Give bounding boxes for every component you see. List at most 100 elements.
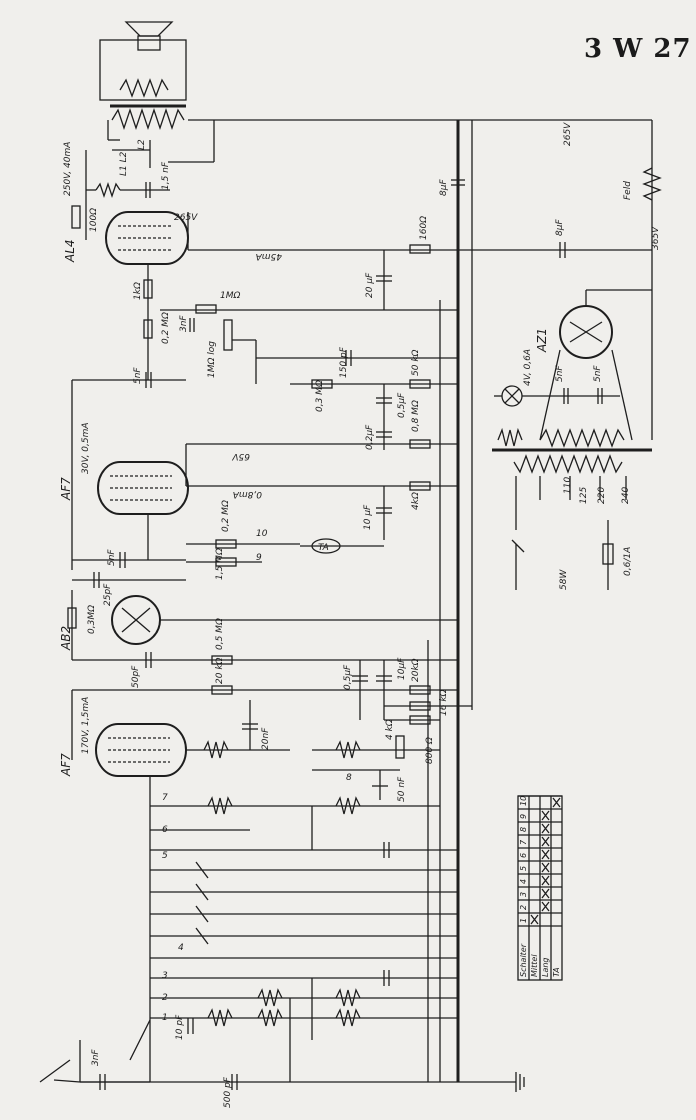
coil-icon (207, 1008, 233, 1027)
resistor-icon (409, 244, 431, 254)
label-r03m-b: 0,3MΩ (87, 605, 97, 634)
label-r15m: 1,5 MΩ (215, 548, 225, 580)
ground-icon (515, 1072, 525, 1092)
table-mark (541, 836, 550, 847)
table-column-header: 9 (519, 814, 528, 819)
switch-7: 7 (162, 793, 168, 803)
antenna-icon (53, 1079, 81, 1083)
resistor-icon (215, 539, 237, 549)
primary-winding-icon (513, 454, 623, 474)
label-fuse: 0,6/1A (623, 547, 633, 576)
table-mark (541, 901, 550, 912)
tube-label-az1: AZ1 (535, 328, 549, 353)
label-ta: TA (318, 543, 329, 553)
table-column-header: 1 (519, 918, 528, 923)
table-mark (552, 797, 561, 808)
label-c05uf-a: 0,5μF (397, 392, 407, 418)
fuse-icon (602, 543, 614, 565)
table-column-header: 8 (519, 827, 528, 832)
label-c05uf-b: 0,5μF (343, 664, 353, 690)
power-switch-icon[interactable] (511, 539, 525, 553)
label-feld: Feld (623, 181, 633, 200)
switch-4: 4 (178, 943, 184, 953)
label-c150pf: 150 pF (339, 346, 349, 378)
tube-al4 (105, 211, 189, 265)
resistor-icon (409, 481, 431, 491)
label-c5nf-c: 5nF (555, 365, 565, 382)
al4-supply: 250V, 40mA (63, 142, 73, 196)
table-mark (530, 914, 539, 925)
label-r1m: 1MΩ (220, 291, 240, 301)
label-pot1m: 1MΩ log (207, 341, 217, 378)
label-r16k: 16 kΩ (439, 689, 449, 716)
label-r4k-b: 4 kΩ (385, 719, 395, 740)
al4-plate-voltage: 265V (174, 213, 198, 223)
af7a-current: 0,8mA (233, 489, 262, 499)
trimmer-icon[interactable] (195, 927, 209, 945)
resistor-icon (395, 735, 405, 759)
label-r20k-a: 20 kΩ (215, 657, 225, 684)
resistor-icon (195, 304, 217, 314)
table-column-header: 5 (519, 866, 528, 871)
coil-icon (257, 988, 283, 1007)
hv-winding-icon (539, 428, 625, 448)
label-r800: 800 Ω (425, 737, 435, 764)
tap-110[interactable]: 110 (563, 477, 573, 494)
label-lamp: 4V, 0,6A (523, 349, 533, 386)
resistor-icon (211, 655, 233, 665)
label-c10uf-a: 10 μF (363, 504, 373, 530)
af7b-supply: 170V, 1,5mA (81, 697, 91, 754)
coil-icon (335, 796, 361, 815)
tap-240[interactable]: 240 (621, 487, 631, 504)
inductor-icon (335, 740, 361, 759)
label-r50k: 50 kΩ (411, 349, 421, 376)
label-r02m-b: 0,2 MΩ (221, 500, 231, 532)
table-mark (541, 810, 550, 821)
wire (611, 349, 633, 441)
label-c50nf: 50 nF (397, 776, 407, 802)
tube-az1 (559, 305, 613, 359)
tuning-capacitor-icon[interactable] (129, 1019, 151, 1061)
label-c8uf-b: 8μF (555, 219, 565, 236)
table-column-header: 10 (519, 796, 528, 806)
antenna-icon (39, 1059, 71, 1083)
trimmer-icon[interactable] (195, 883, 209, 901)
potentiometer-icon[interactable] (223, 319, 233, 351)
tube-label-ab2: AB2 (59, 626, 73, 651)
pilot-lamp-icon (504, 388, 520, 404)
label-l1l2: L1 L2 (119, 151, 129, 176)
choke-icon (95, 181, 121, 199)
table-mark (541, 823, 550, 834)
label-r160: 160Ω (419, 216, 429, 240)
label-r05m: 0,5 MΩ (215, 618, 225, 650)
table-mark (541, 888, 550, 899)
coil-icon (207, 796, 233, 815)
switch-2: 2 (162, 993, 168, 1003)
label-r4k: 4kΩ (411, 492, 421, 510)
label-c500pf: 500 pF (223, 1076, 233, 1108)
tube-label-af7-rf: AF7 (59, 753, 73, 777)
al4-current: 45mA (256, 251, 282, 261)
af7a-supply: 30V, 0,5mA (81, 422, 91, 474)
trimmer-icon[interactable] (195, 861, 209, 879)
table-column-header: 7 (519, 839, 528, 845)
resistor-icon (409, 379, 431, 389)
coil-icon (335, 988, 361, 1007)
label-c20uf: 20 μF (365, 272, 375, 298)
label-c50pf: 50pF (131, 665, 141, 688)
label-r03m: 0,3 MΩ (315, 380, 325, 412)
tube-af7-audio (97, 461, 189, 515)
label-c8uf-a: 8μF (439, 179, 449, 196)
label-c5nf-a: 5nF (133, 367, 143, 384)
resistor-icon (211, 685, 233, 695)
wire (539, 349, 561, 441)
table-row-label: Mittel (530, 954, 539, 977)
ta-input-icon[interactable] (311, 538, 341, 554)
switch-1: 1 (162, 1013, 168, 1023)
table-column-header: 4 (519, 879, 528, 884)
trimmer-icon[interactable] (195, 905, 209, 923)
tap-220[interactable]: 220 (597, 487, 607, 504)
tap-125[interactable]: 125 (579, 487, 589, 504)
